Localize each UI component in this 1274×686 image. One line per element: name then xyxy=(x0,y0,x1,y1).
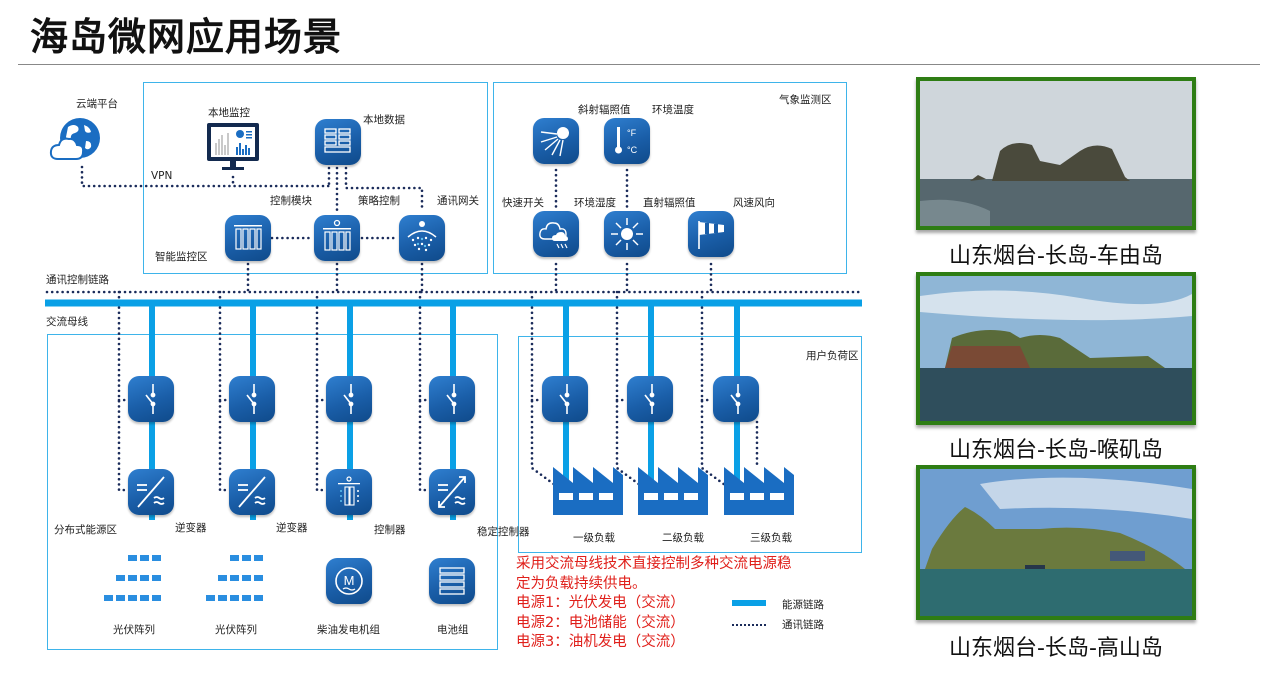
label-load-2: 二级负载 xyxy=(662,532,704,544)
vpn-link xyxy=(80,165,331,188)
local-data-server-icon[interactable] xyxy=(315,119,361,165)
label-battery-pack: 电池组 xyxy=(437,624,469,636)
source-comm-4 xyxy=(418,290,430,492)
controller-icon[interactable] xyxy=(326,469,372,515)
photo-caption: 山东烟台-长岛-车由岛 xyxy=(949,244,1163,269)
temp-f-label: °F xyxy=(627,128,637,138)
label-direct-irradiance: 直射辐照值 xyxy=(643,197,696,209)
factory-load-icon xyxy=(553,467,623,515)
battery-pack-icon[interactable] xyxy=(429,558,475,604)
photo-caption: 山东烟台-长岛-高山岛 xyxy=(949,636,1163,661)
island-photo-gaoshan[interactable] xyxy=(916,465,1196,620)
label-diesel-generator: 柴油发电机组 xyxy=(317,624,380,636)
smart-monitor-zone xyxy=(143,82,488,274)
source-comm-2 xyxy=(218,290,230,492)
label-fast-switch: 快速开关 xyxy=(502,197,544,209)
legend-energy-label: 能源链路 xyxy=(782,599,824,611)
switch-icon[interactable] xyxy=(326,376,372,422)
oblique-irradiance-icon[interactable] xyxy=(533,118,579,164)
label-pv-array-2: 光伏阵列 xyxy=(215,624,257,636)
label-local-monitor: 本地监控 xyxy=(208,107,250,119)
note-line: 电源3：油机发电（交流） xyxy=(516,634,685,650)
factory-load-icon xyxy=(724,467,794,515)
control-module-icon[interactable] xyxy=(314,215,360,261)
label-load-3: 三级负载 xyxy=(750,532,792,544)
label-weather-zone: 气象监测区 xyxy=(779,94,832,106)
cloud-globe-icon[interactable] xyxy=(48,113,104,169)
load-comm-2 xyxy=(615,290,642,487)
legend-comm-label: 通讯链路 xyxy=(782,619,824,631)
monitor-icon[interactable] xyxy=(206,121,260,173)
label-stabilizing-controller: 稳定控制器 xyxy=(477,526,530,538)
sun-icon[interactable] xyxy=(604,211,650,257)
label-user-load-zone: 用户负荷区 xyxy=(806,350,859,362)
label-ambient-humidity: 环境湿度 xyxy=(574,197,616,209)
diesel-motor-icon[interactable]: M xyxy=(326,558,372,604)
distributed-energy-zone xyxy=(47,334,498,650)
factory-load-icon xyxy=(638,467,708,515)
label-local-data: 本地数据 xyxy=(363,114,405,126)
label-control-module: 控制模块 xyxy=(270,195,312,207)
inverter-icon[interactable] xyxy=(229,469,275,515)
source-comm-1 xyxy=(117,290,128,492)
load-comm-1 xyxy=(530,290,557,487)
data-to-gateway xyxy=(344,166,424,212)
switch-icon[interactable] xyxy=(429,376,475,422)
label-oblique-irradiance: 斜射辐照值 xyxy=(578,104,631,116)
smart-control-cabinet-icon[interactable] xyxy=(225,215,271,261)
legend-energy-swatch xyxy=(732,600,766,606)
label-wind-speed-dir: 风速风向 xyxy=(733,197,775,209)
page-title: 海岛微网应用场景 xyxy=(30,15,343,59)
rain-cloud-icon[interactable] xyxy=(533,211,579,257)
legend-comm-swatch xyxy=(732,624,766,626)
pv-array-icon xyxy=(206,555,263,601)
note-line: 采用交流母线技术直接控制多种交流电源稳 xyxy=(516,556,792,572)
switch-icon[interactable] xyxy=(128,376,174,422)
note-line: 电源2：电池储能（交流） xyxy=(516,614,685,631)
label-distributed-energy-zone: 分布式能源区 xyxy=(54,524,117,536)
load-comm-3 xyxy=(700,290,727,487)
bidirectional-converter-icon[interactable] xyxy=(429,469,475,515)
weather-zone xyxy=(493,82,847,274)
thermometer-icon[interactable]: °F °C xyxy=(604,118,650,164)
label-load-1: 一级负载 xyxy=(573,532,615,544)
windsock-icon[interactable] xyxy=(688,211,734,257)
title-divider xyxy=(18,64,1260,65)
description-note: 采用交流母线技术直接控制多种交流电源稳 定为负载持续供电。 电源1：光伏发电（交… xyxy=(516,555,792,653)
switch-icon[interactable] xyxy=(627,376,673,422)
label-inverter-1: 逆变器 xyxy=(175,522,207,534)
switch-icon[interactable] xyxy=(713,376,759,422)
label-comm-gateway: 通讯网关 xyxy=(437,195,479,207)
island-photo-cheyou[interactable] xyxy=(916,77,1196,230)
switch-icon[interactable] xyxy=(542,376,588,422)
label-ac-bus: 交流母线 xyxy=(46,316,88,328)
label-inverter-2: 逆变器 xyxy=(276,522,308,534)
temp-c-label: °C xyxy=(627,145,638,155)
pv-array-icon xyxy=(104,555,161,601)
source-comm-3 xyxy=(315,290,327,492)
label-vpn: VPN xyxy=(151,170,173,182)
island-photo-houji[interactable] xyxy=(916,272,1196,425)
label-pv-array-1: 光伏阵列 xyxy=(113,624,155,636)
switch-icon[interactable] xyxy=(229,376,275,422)
label-comm-control-link: 通讯控制链路 xyxy=(46,274,109,286)
motor-m-label: M xyxy=(344,573,355,588)
label-ambient-temp: 环境温度 xyxy=(652,104,694,116)
label-cloud: 云端平台 xyxy=(76,98,118,110)
user-load-zone xyxy=(518,336,862,553)
inverter-icon[interactable] xyxy=(128,469,174,515)
label-smart-monitor-zone: 智能监控区 xyxy=(155,251,208,263)
label-controller: 控制器 xyxy=(374,524,406,536)
comm-gateway-icon[interactable] xyxy=(399,215,445,261)
note-line: 定为负载持续供电。 xyxy=(516,575,647,592)
label-strategy-control: 策略控制 xyxy=(358,195,400,207)
note-line: 电源1：光伏发电（交流） xyxy=(516,595,685,611)
photo-caption: 山东烟台-长岛-喉矶岛 xyxy=(949,438,1163,463)
